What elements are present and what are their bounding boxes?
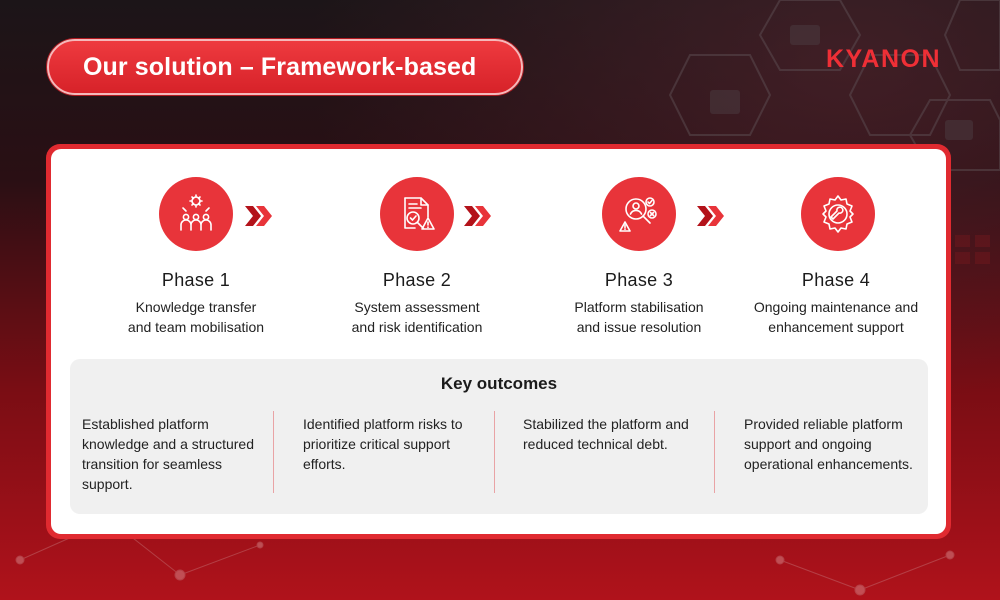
phase-3-description: Platform stabilisation and issue resolut… (539, 297, 739, 337)
phase-4: Phase 4 Ongoing maintenance and enhancem… (731, 177, 931, 337)
phase-1-title: Phase 1 (161, 270, 231, 290)
key-outcomes-panel: Key outcomes Established platform knowle… (70, 359, 928, 514)
framework-card: Phase 1 Knowledge transfer and team mobi… (46, 144, 951, 539)
phase-1-description: Knowledge transfer and team mobilisation (96, 297, 296, 337)
outcome-2: Identified platform risks to prioritize … (303, 416, 463, 472)
divider (273, 411, 274, 493)
magnifier-issue-icon (602, 177, 676, 251)
phase-3-desc-line2: and issue resolution (576, 319, 702, 335)
key-outcomes-heading: Key outcomes (440, 374, 558, 393)
divider (494, 411, 495, 493)
chevron-right-icon (697, 206, 724, 226)
phase-3-title: Phase 3 (604, 270, 674, 290)
phase-2-title: Phase 2 (382, 270, 452, 290)
framework-card-inner: Phase 1 Knowledge transfer and team mobi… (51, 149, 946, 534)
chevron-right-icon (464, 206, 491, 226)
phase-2-description: System assessment and risk identificatio… (317, 297, 517, 337)
phase-2: Phase 2 System assessment and risk ident… (317, 177, 517, 337)
page-title: Our solution – Framework-based (47, 39, 523, 95)
phase-1-desc-line2: and team mobilisation (127, 319, 265, 335)
outcome-3: Stabilized the platform and reduced tech… (523, 416, 689, 452)
phase-4-desc-line1: Ongoing maintenance and (753, 299, 919, 315)
document-risk-icon (380, 177, 454, 251)
kyanon-logo: KYANON (826, 45, 942, 73)
phase-2-desc-line1: System assessment (354, 299, 480, 315)
phase-3-desc-line1: Platform stabilisation (574, 299, 704, 315)
gear-wrench-icon (801, 177, 875, 251)
phase-4-title: Phase 4 (801, 270, 871, 290)
phase-1-desc-line1: Knowledge transfer (135, 299, 257, 315)
team-icon (159, 177, 233, 251)
phase-3: Phase 3 Platform stabilisation and issue… (539, 177, 739, 337)
phase-4-description: Ongoing maintenance and enhancement supp… (731, 297, 941, 337)
phase-1: Phase 1 Knowledge transfer and team mobi… (96, 177, 296, 337)
phase-4-desc-line2: enhancement support (768, 319, 904, 335)
outcome-4: Provided reliable platform support and o… (744, 416, 913, 472)
phase-2-desc-line2: and risk identification (351, 319, 483, 335)
chevron-right-icon (245, 206, 272, 226)
outcome-1: Established platform knowledge and a str… (82, 416, 254, 492)
divider (714, 411, 715, 493)
